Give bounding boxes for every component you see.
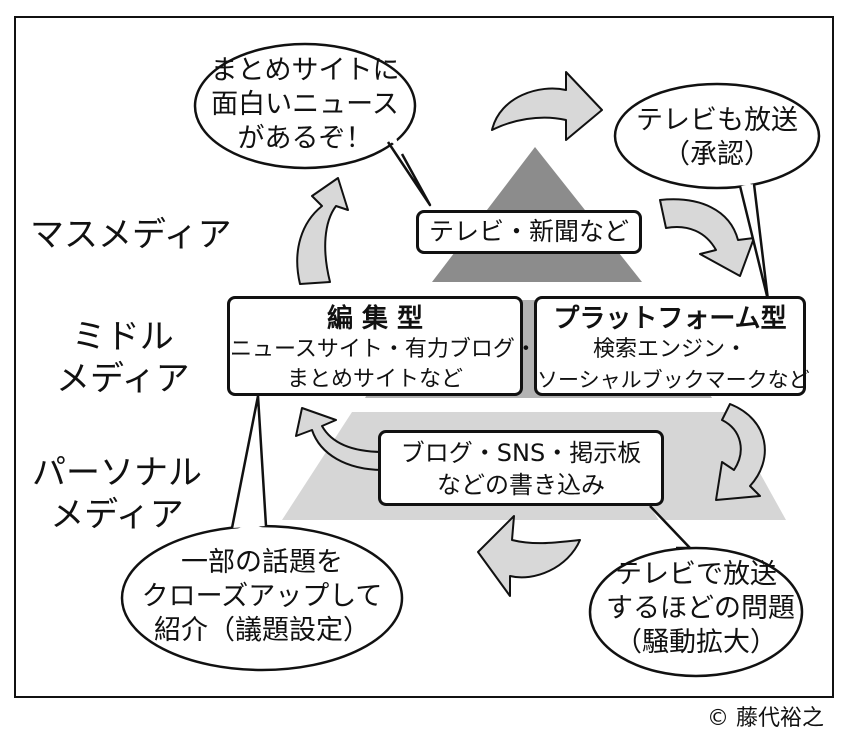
bubble-top-left-tail (386, 141, 432, 207)
box-personal-posts: ブログ・SNS・掲示板 などの書き込み (378, 430, 664, 506)
bubble-bottom-right-shape (588, 546, 804, 678)
box-platform-line-2: ソーシャルブックマークなど (537, 368, 810, 392)
bubble-top-right-line-1: テレビも放送 (636, 105, 798, 136)
layer-label-personal-line-2: メディア (50, 495, 184, 535)
credit: © 藤代裕之 (707, 706, 824, 731)
bubble-bottom-right-line-1: テレビで放送 (615, 559, 777, 590)
box-platform-title: プラットフォーム型 (553, 304, 787, 334)
bubble-top-left-line-1: まとめサイトに (210, 55, 400, 86)
arrow-right-down (659, 198, 755, 277)
box-tv-newspaper: テレビ・新聞など (416, 210, 642, 254)
box-editorial-line-2: まとめサイトなど (286, 367, 463, 392)
bubble-bottom-left-line-3: 紹介（議題設定） (154, 615, 370, 646)
layer-label-mass-media: マスメディア (30, 215, 232, 255)
bubble-bottom-left-tail (230, 394, 268, 529)
bubble-bottom-left-line-2: クローズアップして (141, 581, 383, 612)
arrow-top-right (491, 71, 603, 141)
layer-label-personal-media: パーソナル メディア (32, 452, 202, 536)
box-platform: プラットフォーム型 検索エンジン・ ソーシャルブックマークなど (534, 296, 810, 396)
arrow-left-up (295, 407, 385, 471)
bubble-bottom-right-tail (649, 505, 692, 550)
box-tv-newspaper-text: テレビ・新聞など (428, 217, 629, 246)
layer-label-middle-line-2: メディア (56, 359, 190, 399)
layer-label-personal-line-1: パーソナル (32, 453, 202, 493)
box-platform-line-1: 検索エンジン・ (592, 337, 747, 362)
box-editorial-title: 編 集 型 (326, 304, 424, 334)
bubble-top-left-shape (193, 42, 417, 170)
bubble-top-left-line-2: 面白いニュース (211, 89, 399, 120)
bubble-top-left-line-3: があるぞ！ (237, 123, 373, 154)
bubble-bottom-left-line-1: 一部の話題を (181, 547, 343, 578)
box-editorial: 編 集 型 ニュースサイト・有力ブログ・ まとめサイトなど (227, 296, 537, 396)
bubble-top-left: まとめサイトに 面白いニュース があるぞ！ (205, 54, 405, 156)
bubble-top-right-shape (613, 82, 821, 190)
box-personal-posts-line-2: などの書き込み (437, 471, 605, 499)
bubble-top-right-line-2: （承認） (663, 139, 771, 170)
layer-label-middle-line-1: ミドル (71, 317, 174, 357)
box-personal-posts-line-1: ブログ・SNS・掲示板 (400, 439, 642, 467)
arrow-right-lower (715, 403, 766, 501)
box-editorial-line-1: ニュースサイト・有力ブログ・ (230, 337, 537, 362)
bubble-bottom-right: テレビで放送 するほどの問題 （騒動拡大） (606, 558, 795, 660)
bubble-bottom-left: 一部の話題を クローズアップして 紹介（議題設定） (137, 546, 387, 648)
outer-frame (14, 16, 834, 698)
bubble-bottom-right-line-3: （騒動拡大） (615, 627, 777, 658)
arrow-left-upper (296, 177, 349, 285)
bubble-top-right: テレビも放送 （承認） (627, 104, 807, 172)
bubble-bottom-right-line-2: するほどの問題 (606, 593, 795, 624)
arrow-bottom-left (477, 515, 581, 597)
layer-label-middle-media: ミドル メディア (56, 316, 190, 400)
